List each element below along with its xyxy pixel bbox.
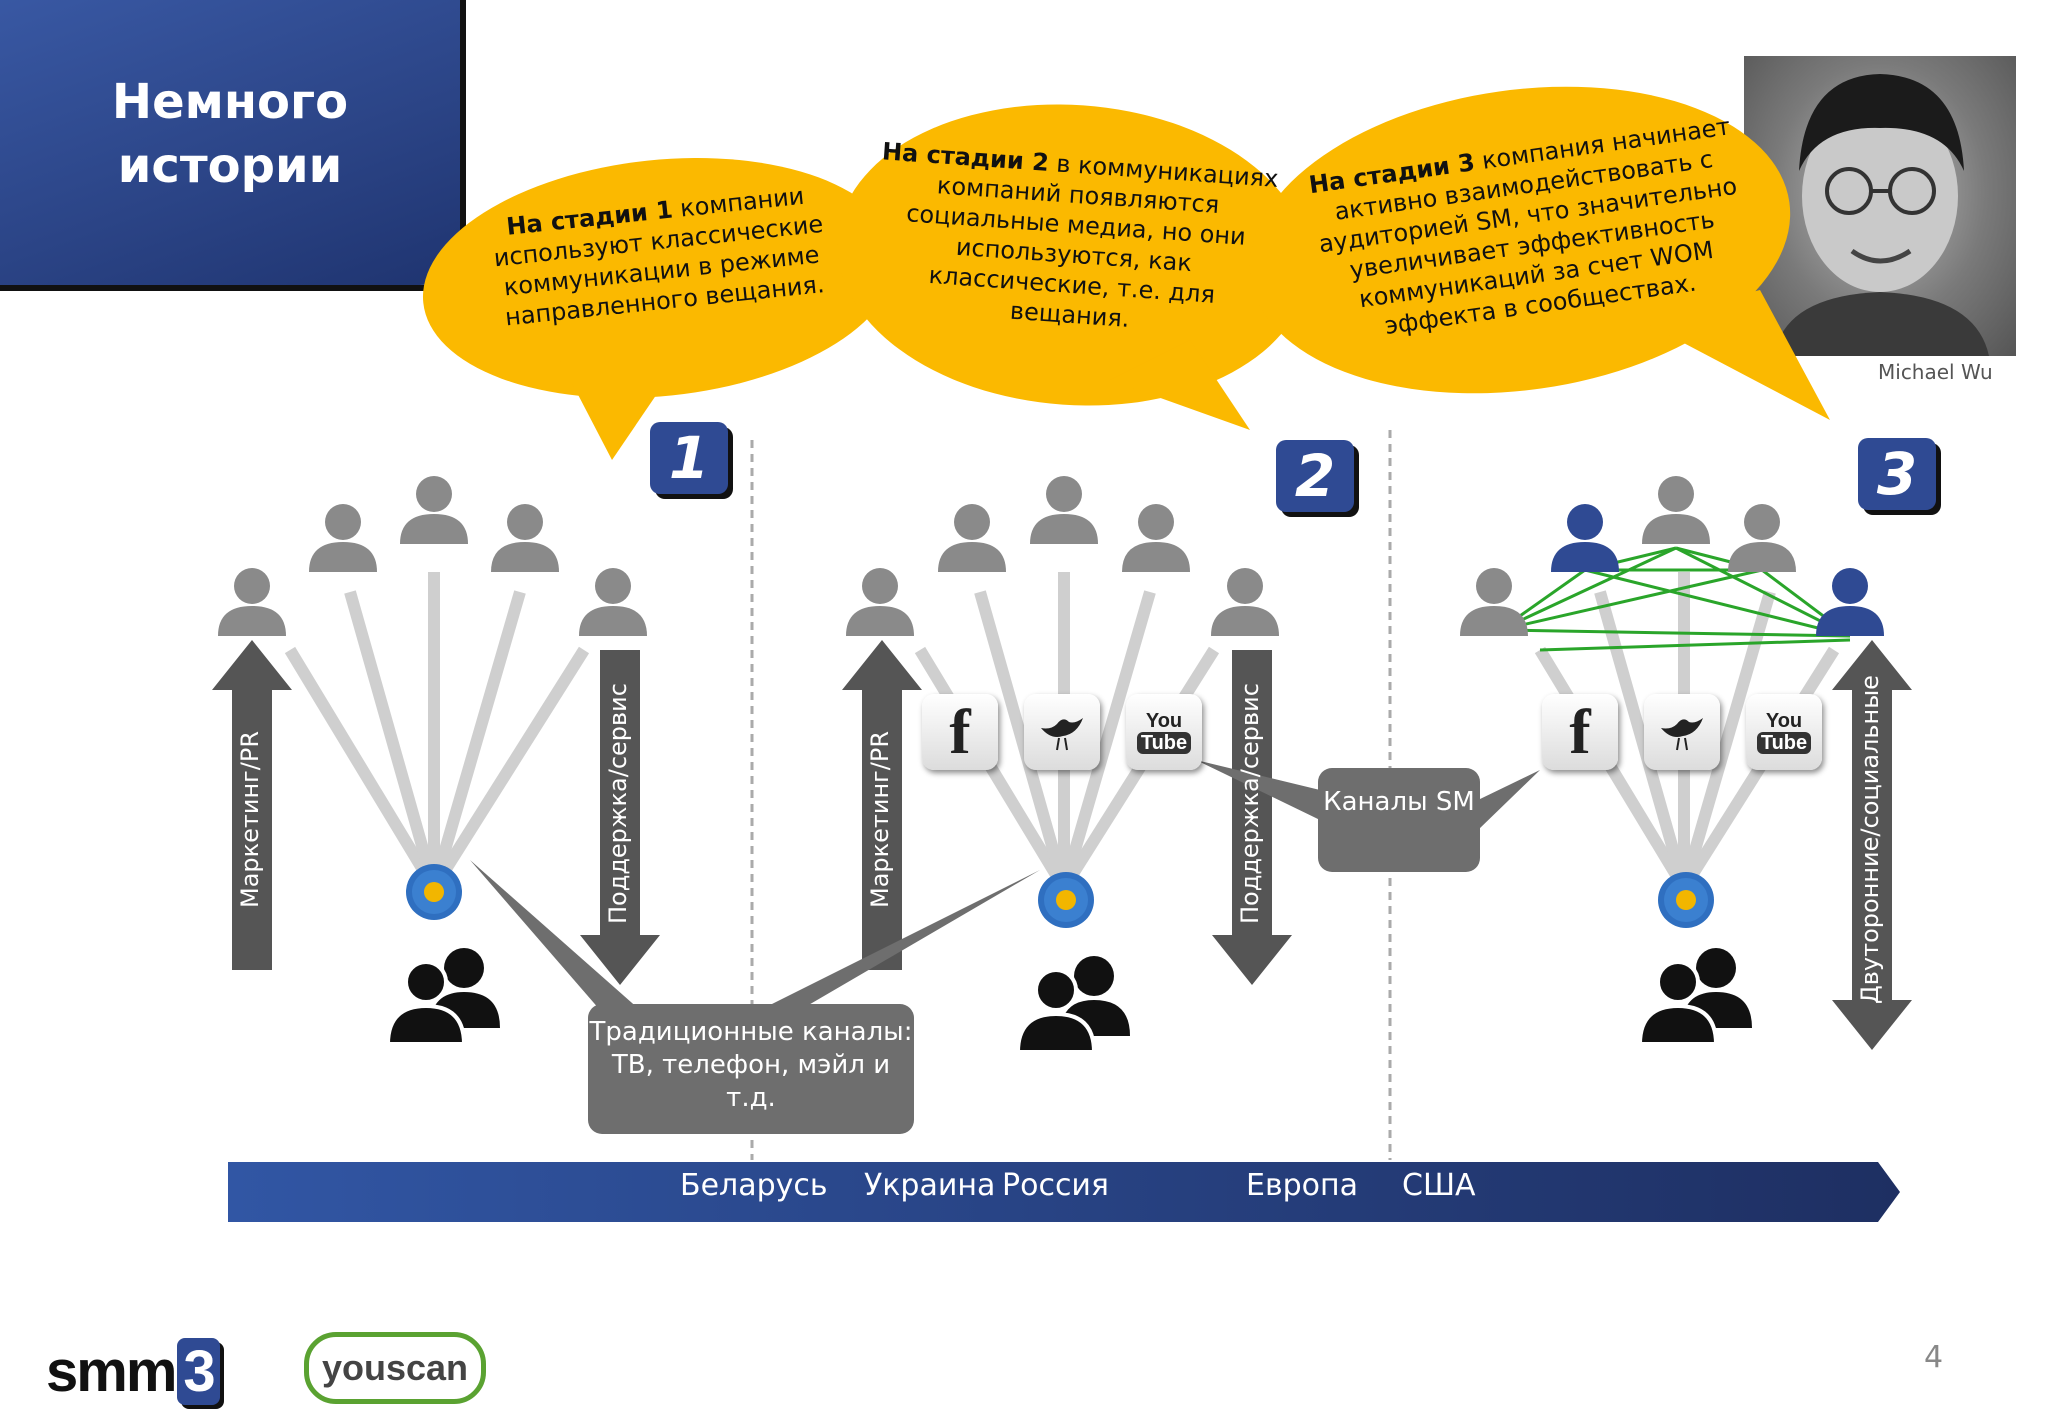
timeline-europe: Европа (1246, 1168, 1359, 1203)
speech-bubble-1 (422, 158, 898, 460)
stage-3-diagram (1460, 476, 1912, 1050)
twitter-bird-icon (1024, 694, 1100, 770)
sm-channels-box: Каналы SM (1318, 768, 1480, 872)
stage-2-body: в коммуникациях компаний появляются соци… (905, 149, 1280, 333)
timeline-ukraine: Украина (864, 1168, 996, 1203)
label-marketing-2: Маркетинг/PR (866, 730, 894, 908)
timeline-belarus: Беларусь (680, 1168, 828, 1203)
traditional-connector-2 (760, 870, 1040, 1010)
stage-1-diagram (212, 476, 660, 1046)
label-support-1: Поддержка/сервис (604, 683, 632, 924)
sm-connector-2 (1478, 770, 1540, 830)
label-support-2: Поддержка/сервис (1236, 683, 1264, 924)
stage-number-1: 1 (650, 422, 728, 494)
page-title: Немного истории (111, 74, 349, 194)
stage-2-text: На стадии 2 в коммуникациях компаний поя… (869, 136, 1281, 343)
facebook-icon: f (922, 694, 998, 770)
twitter-bird-icon-stage3 (1644, 694, 1720, 770)
speech-bubble-3 (1249, 86, 1830, 420)
title-box (0, 0, 460, 285)
stage-number-3: 3 (1858, 438, 1936, 510)
speech-bubble-2 (837, 104, 1309, 430)
facebook-icon-stage3: f (1542, 694, 1618, 770)
page-number: 4 (1924, 1340, 1944, 1375)
timeline-arrow (228, 1162, 1900, 1222)
stage-number-2: 2 (1276, 440, 1354, 512)
timeline-russia: Россия (1002, 1168, 1109, 1203)
sm-connector-1 (1196, 760, 1320, 820)
label-two-way: Двуторонние/социальные (1856, 675, 1884, 1004)
stage-2-diagram (842, 476, 1292, 1054)
traditional-connector-1 (470, 860, 640, 1010)
youscan-logo: youscan (304, 1332, 486, 1404)
timeline-usa: США (1402, 1168, 1476, 1203)
traditional-channels-box: Традиционные каналы: ТВ, телефон, мэйл и… (588, 1004, 914, 1134)
label-marketing-1: Маркетинг/PR (236, 730, 264, 908)
author-name: Michael Wu (1878, 360, 1993, 384)
author-photo (1744, 56, 2016, 356)
